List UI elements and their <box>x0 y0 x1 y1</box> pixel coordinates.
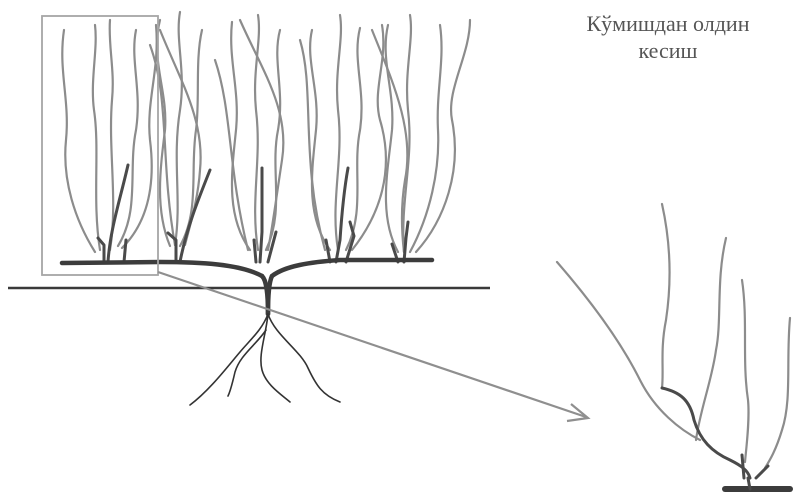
zoom-arrow <box>158 272 588 421</box>
caption: Кўмишдан олдин кесиш <box>548 10 788 64</box>
caption-line-1: Кўмишдан олдин <box>548 10 788 37</box>
canes <box>62 12 470 252</box>
enlarged-detail <box>557 204 790 489</box>
roots <box>190 314 340 405</box>
caption-line-2: кесиш <box>548 37 788 64</box>
zoom-highlight-box <box>42 16 158 275</box>
